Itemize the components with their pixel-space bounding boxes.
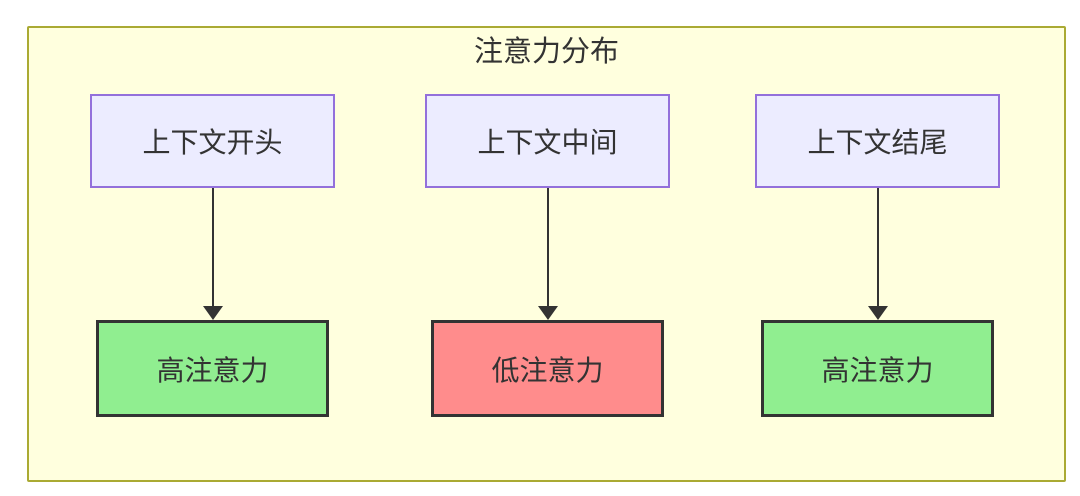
node-low-attention-label: 低注意力 [491,354,604,386]
arrow-down-icon [537,306,558,320]
arrow-line [211,188,214,306]
node-context-begin-label: 上下文开头 [142,127,283,158]
node-high-attention-1: 高注意力 [96,320,329,417]
diagram-title: 注意力分布 [473,36,619,68]
edge-end-to-high [867,188,888,320]
column-context-middle: 上下文中间 低注意力 [425,94,670,417]
node-context-end: 上下文结尾 [755,94,1000,188]
node-context-begin: 上下文开头 [90,94,335,188]
arrow-down-icon [202,306,223,320]
node-low-attention: 低注意力 [431,320,664,417]
node-context-middle: 上下文中间 [425,94,670,188]
node-context-middle-label: 上下文中间 [477,127,618,158]
arrow-line [876,188,879,306]
column-context-end: 上下文结尾 高注意力 [755,94,1000,417]
column-context-begin: 上下文开头 高注意力 [90,94,335,417]
diagram-subgraph-container: 注意力分布 上下文开头 高注意力 上下文中间 低注意力 [27,26,1066,482]
edge-middle-to-low [537,188,558,320]
edge-begin-to-high [202,188,223,320]
node-high-attention-1-label: 高注意力 [156,354,269,386]
arrow-line [546,188,549,306]
arrow-down-icon [867,306,888,320]
node-context-end-label: 上下文结尾 [807,127,948,158]
node-high-attention-2-label: 高注意力 [821,354,934,386]
node-high-attention-2: 高注意力 [761,320,994,417]
